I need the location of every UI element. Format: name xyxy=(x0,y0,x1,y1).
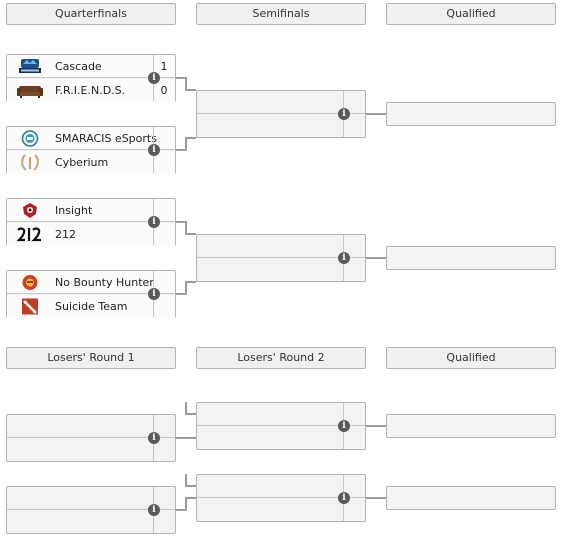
header-qualified-upper: Qualified xyxy=(386,3,556,25)
friends-logo-icon xyxy=(17,82,43,99)
losers-round-1-match-1 xyxy=(6,414,176,462)
team-slot[interactable] xyxy=(7,415,175,438)
team-slot[interactable] xyxy=(197,235,365,258)
team-name: Insight xyxy=(55,204,93,217)
quarterfinal-match-1: Cascade 1 F.R.I.E.N.D.S. 0 xyxy=(6,54,176,102)
team-score: 0 xyxy=(160,84,168,97)
match-info-icon[interactable]: i xyxy=(148,432,160,444)
match-info-icon[interactable]: i xyxy=(338,492,350,504)
quarterfinal-match-3: Insight 212 xyxy=(6,198,176,246)
match-info-icon[interactable]: i xyxy=(148,144,160,156)
no-bounty-hunter-logo-icon xyxy=(17,274,43,291)
team-name: SMARACIS eSports xyxy=(55,132,157,145)
team-name: No Bounty Hunter xyxy=(55,276,154,289)
team-slot[interactable]: Suicide Team xyxy=(7,295,175,318)
match-info-icon[interactable]: i xyxy=(148,504,160,516)
match-info-icon[interactable]: i xyxy=(338,108,350,120)
team-name: F.R.I.E.N.D.S. xyxy=(55,84,126,97)
smaracis-logo-icon xyxy=(17,130,43,147)
header-losers-round-2: Losers' Round 2 xyxy=(196,347,366,369)
insight-logo-icon xyxy=(17,202,43,219)
212-logo-icon xyxy=(16,226,43,243)
team-slot[interactable]: Cyberium xyxy=(7,151,175,174)
team-slot[interactable] xyxy=(197,403,365,426)
team-name: Cyberium xyxy=(55,156,109,169)
team-slot[interactable]: F.R.I.E.N.D.S. 0 xyxy=(7,79,175,102)
quarterfinal-match-2: SMARACIS eSports Cyberium xyxy=(6,126,176,174)
losers-round-1-match-2 xyxy=(6,486,176,534)
qualified-slot[interactable] xyxy=(386,246,556,270)
team-slot[interactable] xyxy=(7,487,175,510)
header-qualified-lower: Qualified xyxy=(386,347,556,369)
match-info-icon[interactable]: i xyxy=(338,420,350,432)
match-info-icon[interactable]: i xyxy=(148,72,160,84)
quarterfinal-match-4: No Bounty Hunter Suicide Team xyxy=(6,270,176,318)
team-slot[interactable]: No Bounty Hunter xyxy=(7,271,175,294)
qualified-slot[interactable] xyxy=(386,102,556,126)
team-score: 1 xyxy=(160,60,168,73)
team-slot[interactable]: SMARACIS eSports xyxy=(7,127,175,150)
team-name: Suicide Team xyxy=(55,300,128,313)
team-slot[interactable]: 212 xyxy=(7,223,175,246)
semifinal-match-1 xyxy=(196,90,366,138)
header-losers-round-1: Losers' Round 1 xyxy=(6,347,176,369)
suicide-team-logo-icon xyxy=(17,298,43,315)
team-name: Cascade xyxy=(55,60,102,73)
losers-round-2-match-2 xyxy=(196,474,366,522)
team-slot[interactable] xyxy=(197,475,365,498)
team-slot[interactable]: Insight xyxy=(7,199,175,222)
header-quarterfinals: Quarterfinals xyxy=(6,3,176,25)
team-slot[interactable] xyxy=(197,91,365,114)
match-info-icon[interactable]: i xyxy=(148,288,160,300)
match-info-icon[interactable]: i xyxy=(338,252,350,264)
qualified-slot[interactable] xyxy=(386,414,556,438)
cascade-logo-icon xyxy=(17,58,43,75)
team-name: 212 xyxy=(55,228,76,241)
header-semifinals: Semifinals xyxy=(196,3,366,25)
cyberium-logo-icon xyxy=(17,154,43,171)
match-info-icon[interactable]: i xyxy=(148,216,160,228)
team-slot[interactable]: Cascade 1 xyxy=(7,55,175,78)
qualified-slot[interactable] xyxy=(386,486,556,510)
semifinal-match-2 xyxy=(196,234,366,282)
